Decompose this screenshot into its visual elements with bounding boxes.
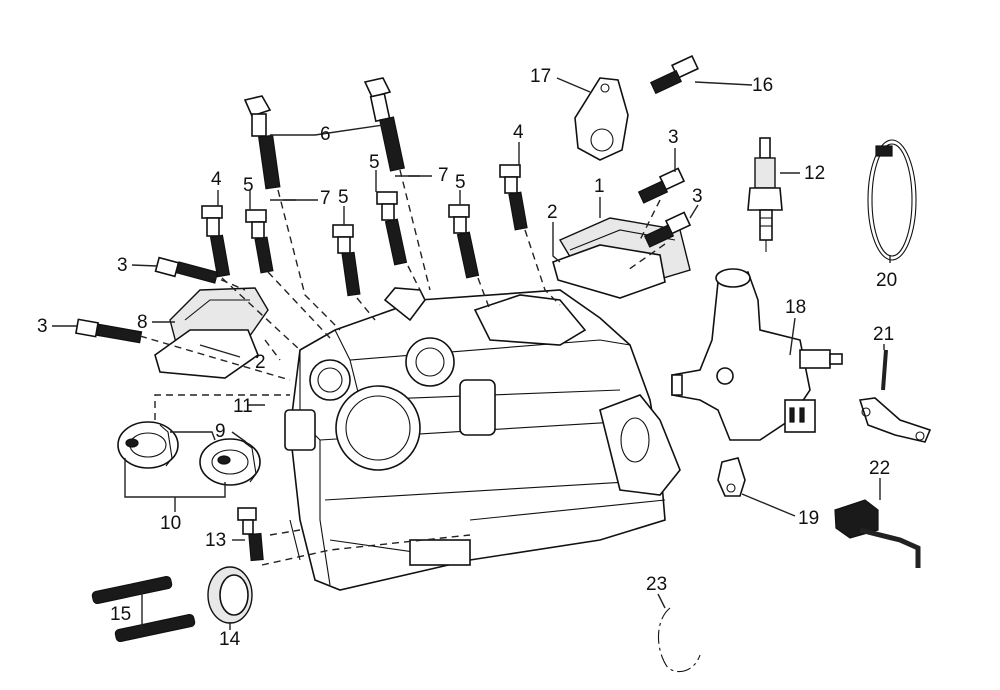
callout-4-right: 4 [513,122,524,143]
stud-15-lower [114,613,196,643]
bracket-17 [574,77,629,161]
part-22 [834,499,921,568]
callout-21: 21 [873,324,894,345]
callout-3-top-right: 3 [668,127,679,148]
callout-6: 6 [320,124,331,145]
callout-13: 13 [205,530,226,551]
hose-clamp-20 [867,139,917,261]
bolt-4-left [201,205,231,278]
bolt-4-right [499,164,528,231]
callout-11: 11 [233,396,253,417]
bolt-3-top-right [637,167,686,204]
callout-5-d: 5 [455,172,466,193]
stud-15-upper [91,575,173,605]
head-bolt-6-left [243,95,281,190]
callout-5-b: 5 [338,187,349,208]
bolt-5-c [376,191,408,266]
callout-10: 10 [160,513,181,534]
callout-18: 18 [785,297,806,318]
callout-4-left: 4 [211,169,222,190]
callout-14: 14 [219,629,241,650]
callout-7-left: 7 [320,188,331,209]
bolt-13 [237,507,264,562]
thermostat-housing-18 [671,268,843,441]
callout-12: 12 [804,163,825,184]
bolt-3-left-upper [154,256,219,284]
assembly-dashed-lines [139,169,666,566]
valve-cover-left [154,287,269,379]
callout-2-left: 2 [255,352,266,373]
callout-17: 17 [530,66,551,87]
leader-lines [52,77,891,630]
callout-16: 16 [752,75,773,96]
callout-8: 8 [137,312,148,333]
callout-1: 1 [594,176,605,197]
callout-labels: 1 2 2 3 3 3 3 4 4 5 5 5 5 6 7 7 8 9 10 1… [37,66,897,650]
callout-3-mid-right: 3 [692,186,703,207]
callout-7-right: 7 [438,165,449,186]
oil-seal-14 [207,566,253,624]
cap-9-right [199,438,261,486]
callout-23: 23 [646,574,667,595]
bolt-16 [649,54,699,95]
sensor-19 [717,457,746,497]
cap-9-left [117,421,179,469]
callout-5-c: 5 [369,152,380,173]
bolt-3-left-lower [75,318,143,344]
callout-9: 9 [215,421,226,442]
gasket-23 [657,607,701,673]
bolt-5-d [448,204,480,279]
callout-22: 22 [869,458,890,479]
bolt-3-mid-right [643,211,692,248]
head-bolt-6-right [363,77,405,172]
callout-3-left-upper: 3 [117,255,128,276]
callout-19: 19 [798,508,819,529]
spark-plug-12 [747,137,783,252]
callout-3-left-lower: 3 [37,316,48,337]
callout-15: 15 [110,604,131,625]
callout-2-right: 2 [547,202,558,223]
bolt-5-b [332,224,361,297]
cylinder-head [284,287,681,591]
bolt-5-a [245,209,274,274]
bracket-21 [858,349,932,443]
callout-5-a: 5 [243,175,254,196]
callout-20: 20 [876,270,897,291]
